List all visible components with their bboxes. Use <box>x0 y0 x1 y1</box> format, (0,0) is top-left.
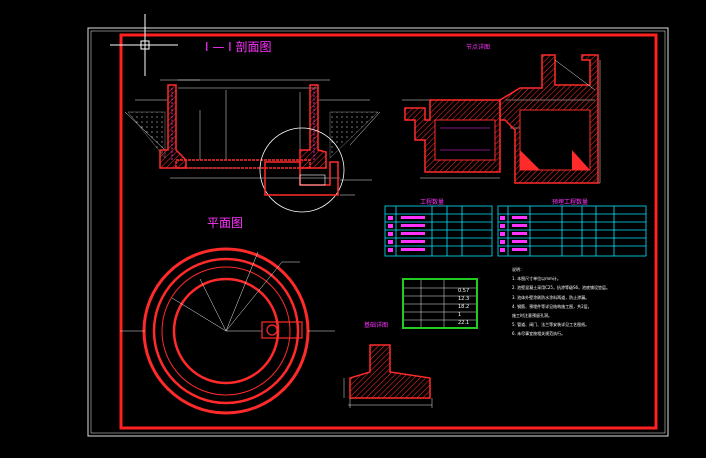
table-secondary <box>497 205 647 257</box>
detail-bottom-view <box>343 344 433 408</box>
table-quantities <box>384 205 493 257</box>
table-secondary-marks <box>500 216 527 252</box>
summary-value: 12.3 <box>458 296 470 302</box>
summary-value: 1 <box>458 312 462 318</box>
design-notes: 说明： 1. 本图尺寸单位以mm计。 2. 池壁混凝土采用C25，抗渗等级S6，… <box>512 265 652 339</box>
summary-value: 0.57 <box>458 288 470 294</box>
detail-bottom-title: 基础详图 <box>364 322 389 329</box>
note-line: 6. 未尽事宜按相关规范执行。 <box>512 331 566 337</box>
note-line: 3. 池体外壁涂刷防水涂料两道，防止渗漏。 <box>512 294 590 300</box>
note-line: 施工时注意预留孔洞。 <box>512 313 552 319</box>
summary-value: 22.1 <box>458 320 470 326</box>
table-secondary-title: 预埋工程数量 <box>552 199 589 206</box>
table-quantities-title: 工程数量 <box>420 199 445 206</box>
summary-value: 18.2 <box>458 304 470 310</box>
plan-view <box>120 247 335 415</box>
drawing-border <box>119 33 658 430</box>
crosshair-cursor-icon <box>110 14 178 76</box>
detail-top-title: 节点详图 <box>466 44 491 51</box>
note-line: 1. 本图尺寸单位以mm计。 <box>512 276 561 282</box>
plan-view-title: 平面图 <box>207 216 244 230</box>
note-line: 4. 钢筋、预埋件等详见结构施工图，共2层， <box>512 303 592 309</box>
note-line: 2. 池壁混凝土采用C25，抗渗等级S6，池底铺设垫层。 <box>512 285 611 291</box>
notes-heading: 说明： <box>512 267 524 272</box>
section-1-1-view <box>124 79 381 213</box>
outer-frame <box>87 27 669 437</box>
section-1-1-title: I — I 剖面图 <box>205 40 272 54</box>
note-line: 5. 管道、阀门、法兰等安装详见工艺图纸。 <box>512 322 590 328</box>
table-quantities-marks <box>388 216 425 252</box>
detail-top-view <box>402 54 601 184</box>
inner-frame-thin <box>90 30 666 434</box>
table-summary <box>402 278 478 329</box>
